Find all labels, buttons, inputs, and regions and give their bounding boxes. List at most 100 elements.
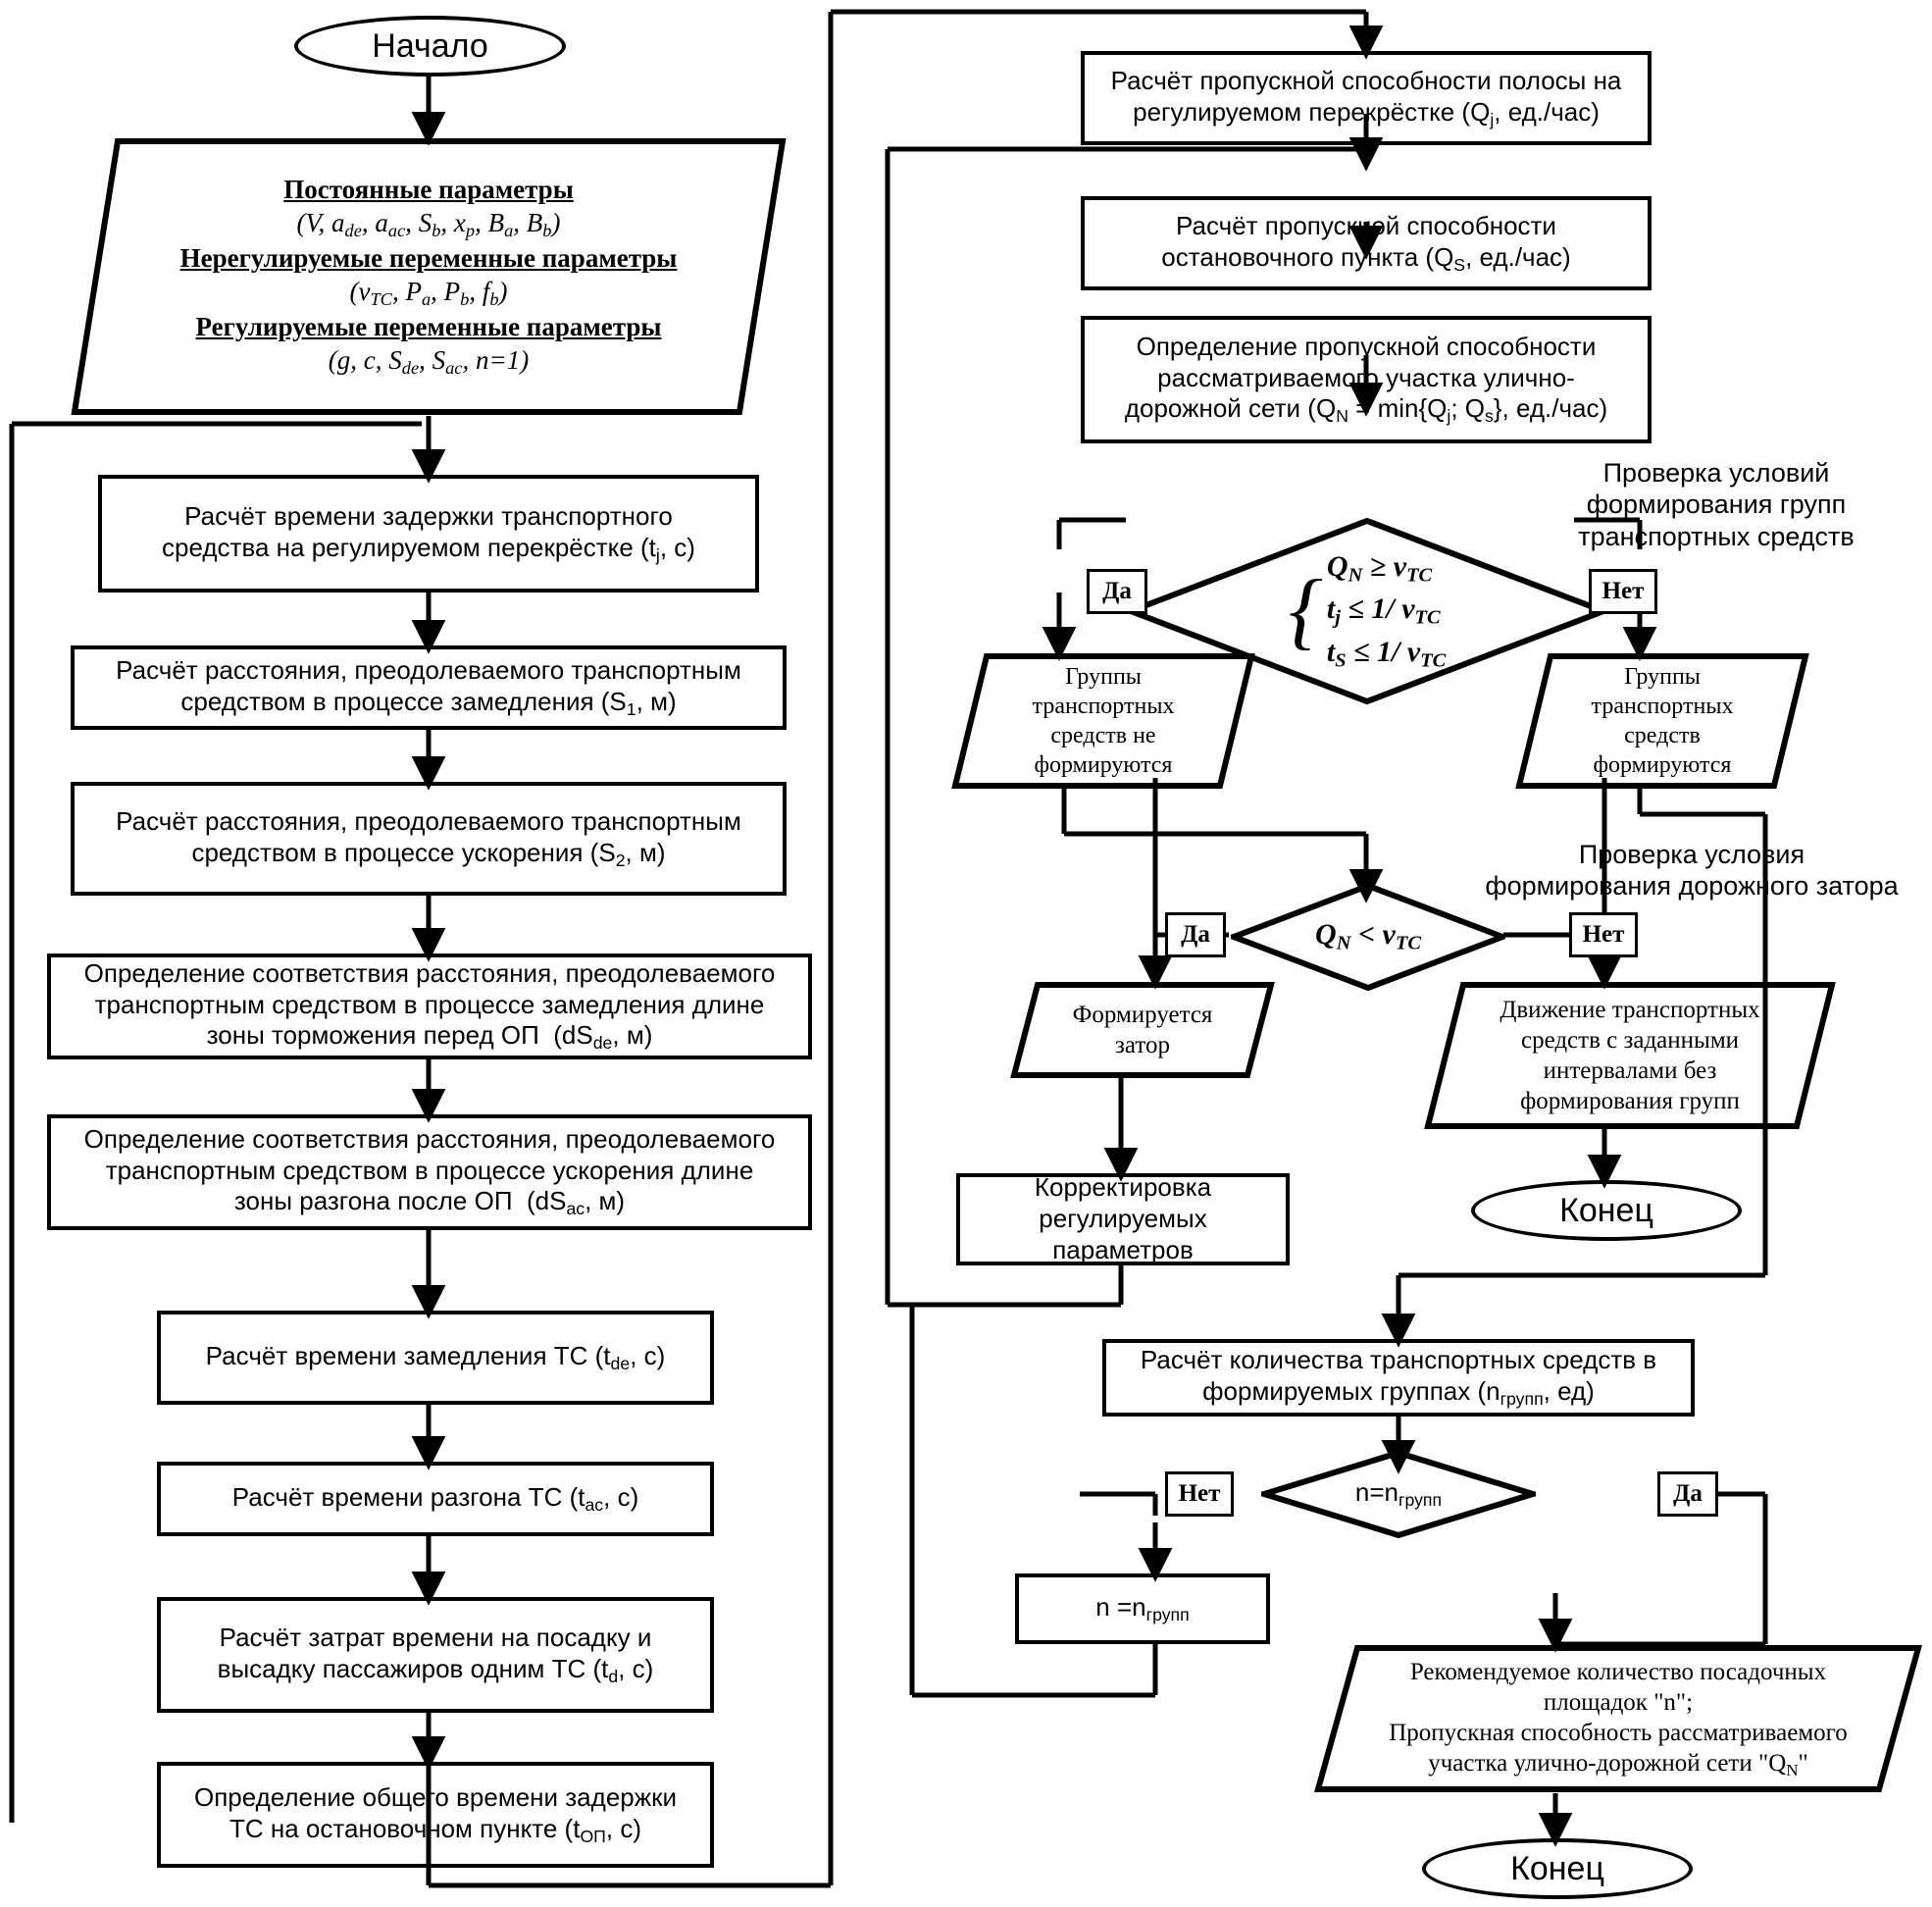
process-qn-line1: Определение пропускной способности [1136,332,1597,362]
process-s2-line1: Расчёт расстояния, преодолеваемого транс… [116,805,741,836]
input-line2: (V, ade, aac, Sb, xp, Ba, Bb) [296,208,561,241]
process-tac: Расчёт времени разгона ТС (tac, с) [157,1462,714,1536]
process-dsac-line2: транспортным средством в процессе ускоре… [105,1155,754,1185]
end-middle-label: Конец [1559,1191,1653,1229]
process-s1-line1: Расчёт расстояния, преодолеваемого транс… [116,654,741,685]
process-qs-line1: Расчёт пропускной способности [1176,210,1556,240]
process-top-line1: Определение общего времени задержки [193,1781,678,1812]
ngroup-l2: формируемых группах (nгрупп, ед) [1202,1376,1595,1410]
decision-group-condition: { QN ≥ vТС tj ≤ 1/ vТС tS ≤ 1/ vТС [1122,517,1612,705]
ngroup-l1: Расчёт количества транспортных средств в [1140,1345,1657,1375]
input-line6: (g, c, Sde, Sac, n=1) [328,344,530,378]
edge-label-yes-1: Да [1087,569,1147,614]
process-s1-line2: средством в процессе замедления (S1, м) [180,686,677,719]
no-label-2: Нет [1582,921,1625,948]
decision-n-equals-ngroup: n=nгрупп [1261,1450,1536,1538]
correction-l1: Корректировка [1034,1172,1212,1203]
process-qj-line2: регулируемом перекрёстке (Qj, ед./час) [1133,96,1600,129]
process-s1: Расчёт расстояния, преодолеваемого транс… [71,645,787,730]
process-tde: Расчёт времени замедления ТС (tde, с) [157,1311,714,1405]
no-label-3: Нет [1178,1480,1221,1507]
process-dsac-line3: зоны разгона после ОП (dSac, м) [233,1186,626,1219]
process-s2: Расчёт расстояния, преодолеваемого транс… [71,782,787,896]
parallelogram-no-groups: Группы транспортных средств не формируют… [951,652,1255,790]
parallelogram-free-flow: Движение транспортных средств с заданным… [1424,981,1836,1130]
free-flow-l4: формирования групп [1520,1088,1740,1115]
no-label-1: Нет [1602,578,1645,604]
process-qs-line2: остановочного пункта (QS, ед./час) [1161,241,1571,275]
free-flow-l1: Движение транспортных [1500,996,1760,1023]
parallelogram-final-output: Рекомендуемое количество посадочных площ… [1314,1644,1922,1793]
process-td-line1: Расчёт затрат времени на посадку и [219,1622,652,1652]
process-top: Определение общего времени задержки ТС н… [157,1762,714,1868]
annotation-group-check: Проверка условий формирования групп тран… [1510,457,1922,552]
assign-n-label: n =nгрупп [1095,1591,1190,1624]
process-top-line2: ТС на остановочном пункте (tОП, с) [229,1813,641,1846]
no-groups-l3: средств не [1050,723,1156,748]
yes-label-2: Да [1181,921,1210,948]
process-s2-line2: средством в процессе ускорения (S2, м) [191,837,666,870]
terminator-start: Начало [294,16,566,77]
process-dsac-line1: Определение соответствия расстояния, пре… [83,1124,776,1155]
terminator-end-final: Конец [1422,1838,1693,1899]
input-parameters-block: Постоянные параметры (V, ade, aac, Sb, x… [71,137,787,416]
parallelogram-jam-forms: Формируется затор [1010,981,1275,1079]
yes-label-1: Да [1102,578,1132,604]
process-td-line2: высадку пассажиров одним ТС (td, с) [217,1653,654,1686]
annotation-jam-check: Проверка условия формирования дорожного … [1461,839,1922,902]
end-final-label: Конец [1510,1849,1604,1887]
process-dsac: Определение соответствия расстояния, пре… [47,1114,812,1230]
groups-formed-l4: формируются [1593,752,1732,778]
no-groups-l4: формируются [1034,752,1173,778]
yes-label-3: Да [1673,1480,1703,1507]
process-qn-line2: рассматриваемого участка улично- [1157,362,1575,392]
decision1-conditions: { QN ≥ vТС tj ≤ 1/ vТС tS ≤ 1/ vТС [1289,547,1447,675]
input-line1: Постоянные параметры [283,175,574,205]
process-td: Расчёт затрат времени на посадку и высад… [157,1597,714,1713]
edge-label-yes-3: Да [1657,1471,1718,1517]
no-groups-l2: транспортных [1032,694,1175,719]
edge-label-no-1: Нет [1589,569,1657,614]
process-dsde-line3: зоны торможения перед ОП (dSde, м) [206,1020,653,1054]
decision2-cond: QN < vТС [1315,918,1421,955]
process-dsde-line1: Определение соответствия расстояния, пре… [83,958,776,989]
process-qn-line3: дорожной сети (QN = min{Qj; Qs}, ед./час… [1124,393,1608,427]
process-tj-line2: средства на регулируемом перекрёстке (tj… [162,532,695,565]
process-qs: Расчёт пропускной способности остановочн… [1081,196,1652,290]
process-qn: Определение пропускной способности рассм… [1081,316,1652,443]
terminator-end-middle: Конец [1471,1180,1742,1241]
process-tac-line1: Расчёт времени разгона ТС (tac, с) [231,1481,639,1515]
decision1-cond-l2: tj ≤ 1/ vТС [1326,593,1441,630]
correction-l2: регулируемых параметров [1039,1204,1207,1264]
input-line5: Регулируемые переменные параметры [195,311,662,341]
final-output-l1: Рекомендуемое количество посадочных [1409,1658,1827,1685]
process-dsde-line2: транспортным средством в процессе замедл… [94,989,765,1019]
annotation-group-check-l1: Проверка условий [1602,458,1830,488]
process-qj: Расчёт пропускной способности полосы на … [1081,51,1652,145]
annotation-group-check-l2: формирования групп [1586,490,1847,520]
input-line4: (vTC, Pa, Pb, fb) [349,276,508,309]
groups-formed-l3: средств [1624,723,1701,748]
edge-label-no-3: Нет [1165,1471,1234,1517]
final-output-l2: площадок "n"; [1543,1688,1694,1716]
annotation-jam-check-l1: Проверка условия [1578,840,1805,869]
process-correction: Корректировка регулируемых параметров [956,1172,1290,1265]
final-output-l3: Пропускная способность рассматриваемого [1389,1720,1848,1747]
free-flow-l3: интервалами без [1543,1057,1717,1084]
decision-jam-condition: QN < vТС [1231,883,1505,991]
jam-forms-l2: затор [1115,1032,1170,1058]
edge-label-yes-2: Да [1165,912,1226,957]
process-qj-line1: Расчёт пропускной способности полосы на [1110,65,1622,95]
free-flow-l2: средств с заданными [1520,1026,1740,1054]
start-label: Начало [372,26,488,65]
final-output-l4: участка улично-дорожной сети "QN" [1428,1750,1808,1780]
edge-label-no-2: Нет [1569,912,1638,957]
process-tj: Расчёт времени задержки транспортного ср… [98,475,759,593]
process-ngroup: Расчёт количества транспортных средств в… [1102,1339,1695,1417]
process-tj-line1: Расчёт времени задержки транспортного [184,500,673,531]
parallelogram-groups-formed: Группы транспортных средств формируются [1515,652,1809,790]
decision1-cond-l3: tS ≤ 1/ vТС [1326,635,1447,672]
groups-formed-l2: транспортных [1591,694,1734,719]
decision1-cond-l1: QN ≥ vТС [1326,550,1433,587]
